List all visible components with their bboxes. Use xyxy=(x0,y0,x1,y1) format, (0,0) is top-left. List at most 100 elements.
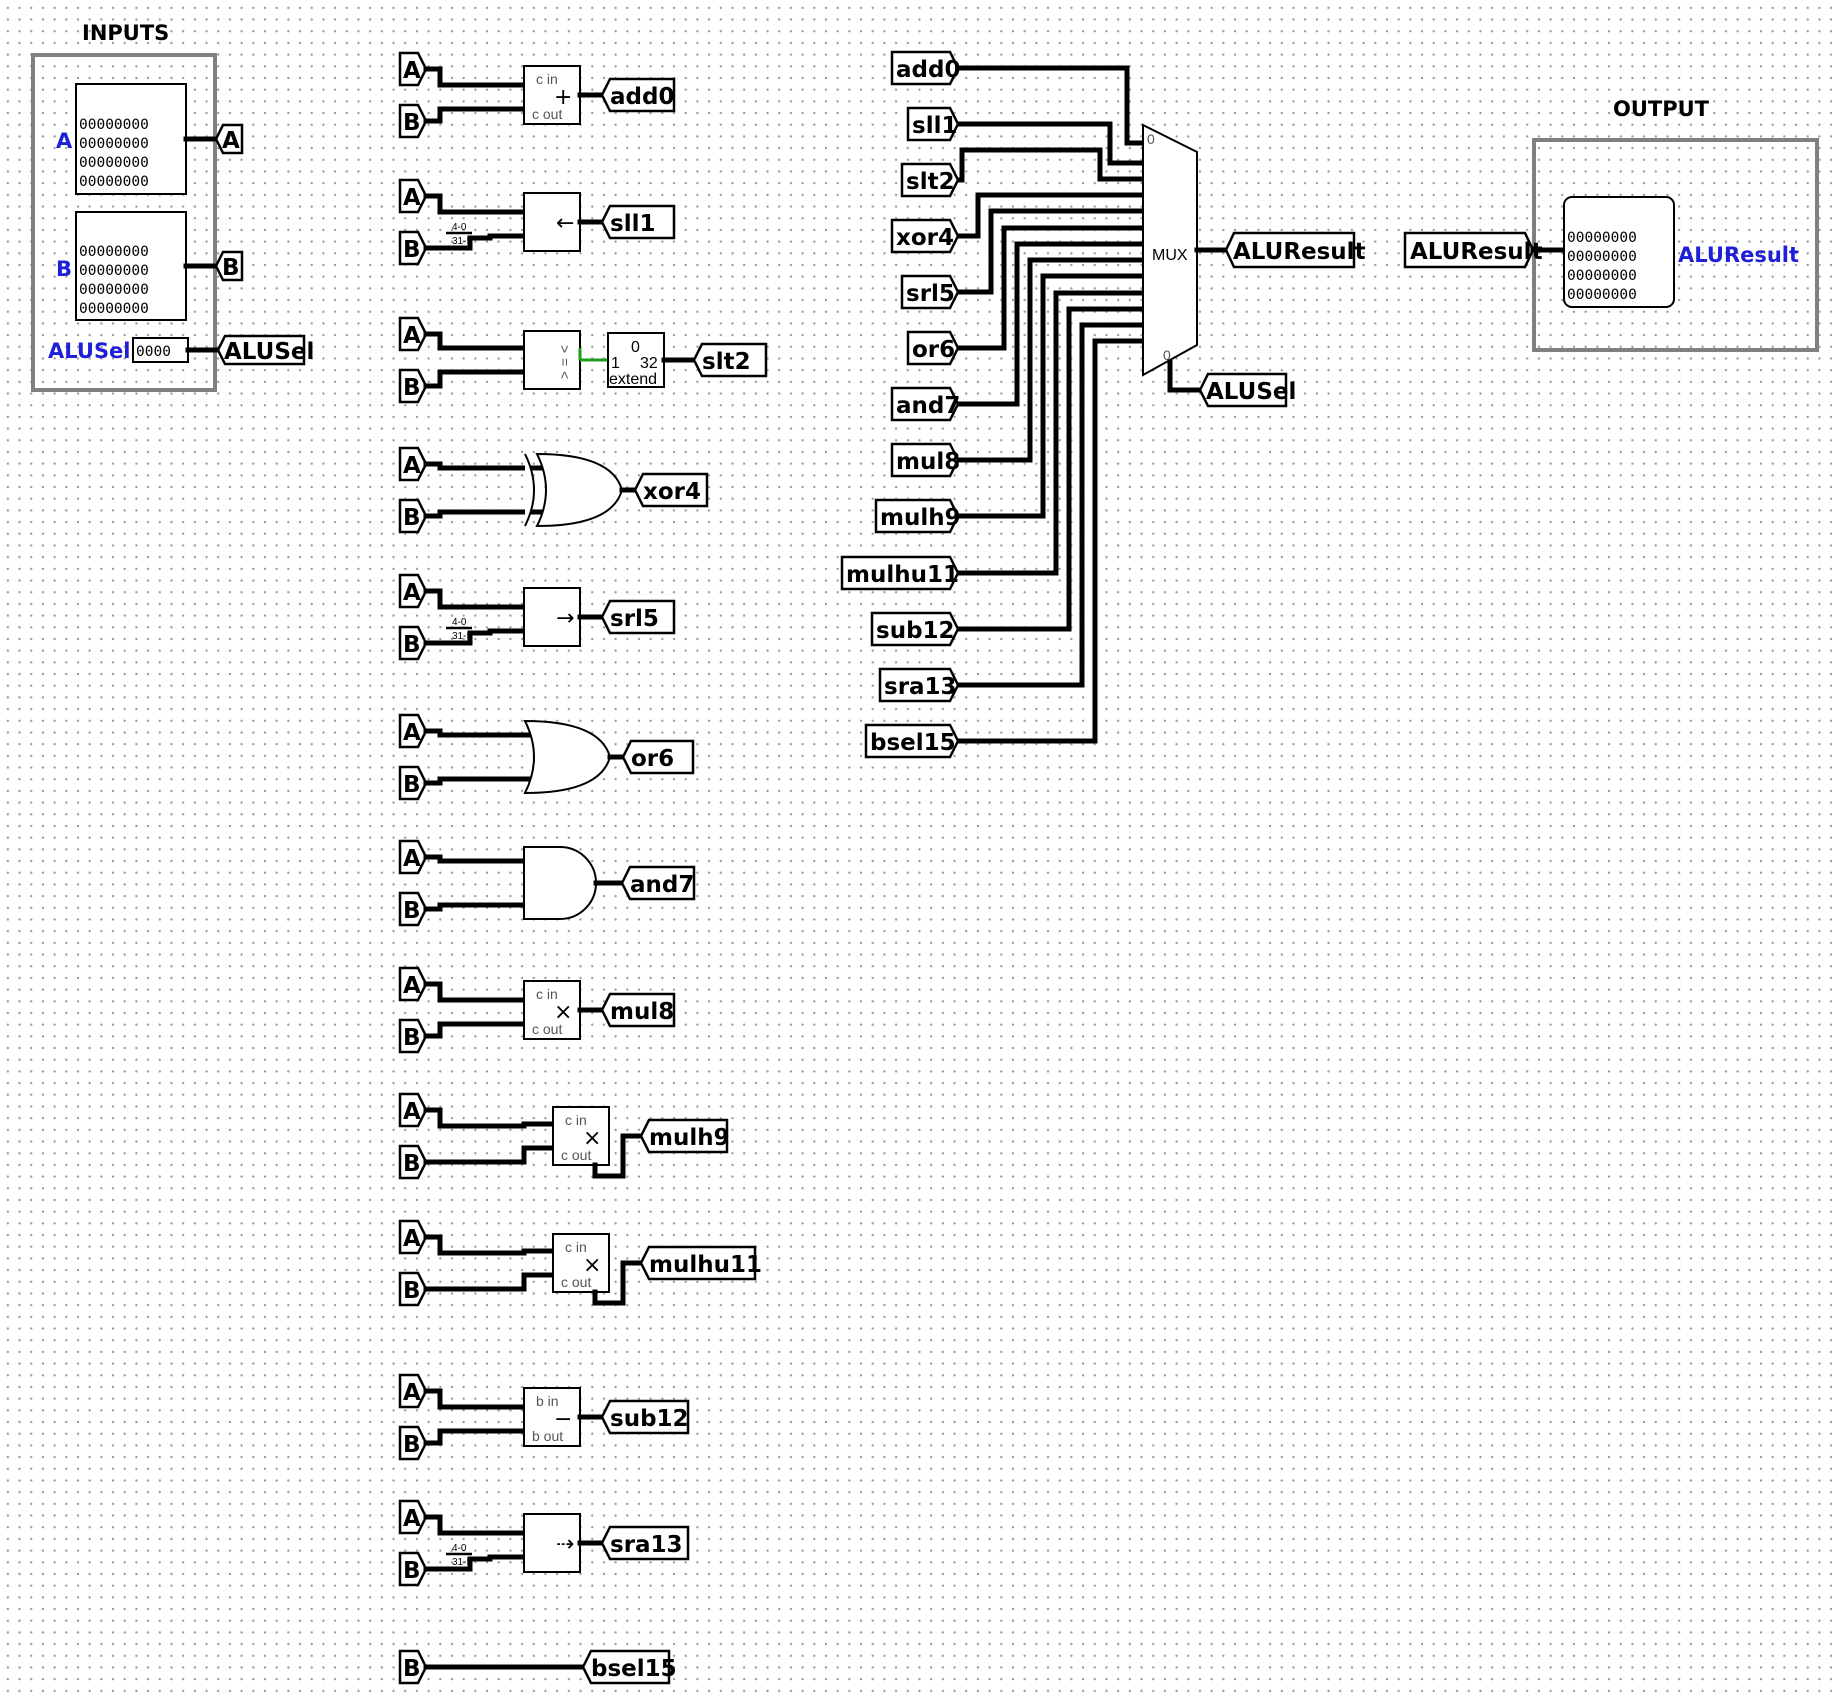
output-pin-aluresult: 00000000 00000000 00000000 00000000 xyxy=(1563,196,1675,308)
tunnel-b-slt2: B xyxy=(398,368,428,404)
tunnel-mulh9-out: mulh9 xyxy=(639,1118,730,1154)
op-row-mulh9: ABc inc out×mulh9 xyxy=(398,1092,730,1180)
input-pin-b[interactable]: 00000000 00000000 00000000 00000000 xyxy=(75,211,187,321)
shifter-right-logical-symbol: → xyxy=(556,606,574,631)
mux-input-tunnel-srl5: srl5 xyxy=(900,274,960,310)
tunnel-mul8-out: mul8 xyxy=(600,992,676,1028)
mux-input-tunnel-sub12-label: sub12 xyxy=(876,618,955,644)
tunnel-or6-out-label: or6 xyxy=(631,746,674,772)
tunnel-b-slt2-label: B xyxy=(403,375,421,401)
mux-input-tunnel-mul8: mul8 xyxy=(890,442,960,478)
input-pin-alusel[interactable]: 0000 xyxy=(132,337,189,363)
tunnel-b-mulhu11-label: B xyxy=(403,1278,421,1304)
tunnel-b-sub12-label: B xyxy=(403,1432,421,1458)
tunnel-b-srl5: B xyxy=(398,625,428,661)
mux-input-tunnel-sra13: sra13 xyxy=(878,667,960,703)
mux-input-tunnel-mulhu11: mulhu11 xyxy=(840,555,960,591)
mux-input-tunnel-mulhu11-label: mulhu11 xyxy=(846,562,959,588)
tunnel-a-mulh9-label: A xyxy=(403,1099,421,1125)
splitter-lo-label: 4-0 xyxy=(452,222,467,233)
multiplier-cin-label: c in xyxy=(536,986,558,1002)
input-b-bits-row3: 00000000 xyxy=(79,282,149,298)
mux-wire-slt2 xyxy=(955,147,1146,183)
tunnel-a-sll1-label: A xyxy=(403,185,421,211)
tunnel-b-sll1: B xyxy=(398,230,428,266)
tunnel-sub12-out: sub12 xyxy=(600,1399,690,1435)
output-bits-row4: 00000000 xyxy=(1567,287,1637,303)
tunnel-a-slt2-label: A xyxy=(403,323,421,349)
tunnel-b-xor4: B xyxy=(398,498,428,534)
tunnel-b-sll1-label: B xyxy=(403,237,421,263)
tunnel-a-or6-label: A xyxy=(403,720,421,746)
input-pin-a-label: A xyxy=(56,129,73,153)
splitter-hi-label: 31-5 xyxy=(452,631,472,642)
mux-wire-sra13 xyxy=(955,322,1146,688)
mux-wire-srl5 xyxy=(955,208,1146,295)
tunnel-add0-out-label: add0 xyxy=(610,84,674,110)
mux-wire-mulhu11 xyxy=(955,290,1146,576)
tunnel-b-add0-label: B xyxy=(403,110,421,136)
tunnel-b-bsel15: B xyxy=(398,1649,428,1685)
svg-text:A: A xyxy=(222,128,240,154)
input-b-bits-row2: 00000000 xyxy=(79,263,149,279)
tunnel-a-xor4-label: A xyxy=(403,453,421,479)
op-row-mulhu11: ABc inc out×mulhu11 xyxy=(398,1219,762,1307)
mux: MUX 0 0 xyxy=(1142,123,1198,377)
shifter-right-arithmetic: ⇢ xyxy=(523,1513,581,1573)
tunnel-a-add0: A xyxy=(398,51,428,87)
xor-gate xyxy=(524,452,624,528)
tunnel-xor4-out-label: xor4 xyxy=(643,479,701,505)
mux-input-tunnel-sll1-label: sll1 xyxy=(912,113,957,139)
tunnel-a-sra13-label: A xyxy=(403,1506,421,1532)
tunnel-and7-out: and7 xyxy=(620,865,696,901)
tunnel-aluresult-in: ALUResult xyxy=(1403,231,1543,269)
mux-input-tunnel-xor4-label: xor4 xyxy=(896,225,954,251)
tunnel-a-and7-label: A xyxy=(403,846,421,872)
tunnel-b-bsel15-label: B xyxy=(403,1656,421,1682)
multiplier-high-unsigned-cin-label: c in xyxy=(565,1239,587,1255)
tunnel-a-sra13: A xyxy=(398,1499,428,1535)
input-pin-a[interactable]: 00000000 00000000 00000000 00000000 xyxy=(75,83,187,195)
mux-input-wires xyxy=(955,65,1146,744)
inputs-heading: INPUTS xyxy=(82,21,169,45)
input-a-bits-row3: 00000000 xyxy=(79,155,149,171)
op-row-mul8: ABc inc out×mul8 xyxy=(398,966,676,1054)
op-row-srl5: AB4-031-5→srl5 xyxy=(398,573,676,661)
mux-wire-sub12 xyxy=(955,306,1146,632)
tunnel-a-add0-label: A xyxy=(403,58,421,84)
tunnel-alusel-mux-in: ALUSel xyxy=(1198,372,1296,408)
extender-zero-label: 0 xyxy=(631,339,640,356)
extender-label: extend xyxy=(609,371,657,388)
multiplier-high-cin-label: c in xyxy=(565,1112,587,1128)
mux-input-tunnel-srl5-label: srl5 xyxy=(906,281,955,307)
mux-input-tunnel-slt2: slt2 xyxy=(900,162,960,198)
output-bits-row1: 00000000 xyxy=(1567,230,1637,246)
mux-input-tunnel-slt2-label: slt2 xyxy=(906,169,955,195)
tunnel-slt2-out-label: slt2 xyxy=(702,349,751,375)
mux-wire-bsel15 xyxy=(955,338,1146,744)
tunnel-a-sub12-label: A xyxy=(403,1380,421,1406)
comparator-eq-label: = xyxy=(557,358,573,366)
comparator-gt-label: > xyxy=(557,345,573,353)
mux-input-tunnel-mulh9-label: mulh9 xyxy=(880,505,961,531)
multiplier: c inc out× xyxy=(523,980,581,1040)
output-bits-row2: 00000000 xyxy=(1567,249,1637,265)
mux-input-tunnel-bsel15-label: bsel15 xyxy=(870,730,956,756)
tunnel-aluresult-mux-out: ALUResult xyxy=(1224,231,1366,269)
mux-input-tunnel-mulh9: mulh9 xyxy=(874,498,961,534)
input-a-bits-row4: 00000000 xyxy=(79,174,149,190)
multiplier-symbol: × xyxy=(554,1000,572,1025)
tunnel-sra13-out-label: sra13 xyxy=(610,1532,683,1558)
mux-input-tunnel-xor4: xor4 xyxy=(890,218,960,254)
mux-input-tunnel-add0: add0 xyxy=(890,50,960,86)
adder-symbol: + xyxy=(554,85,572,110)
tunnel-a-mulhu11-label: A xyxy=(403,1226,421,1252)
splitter-hi-label: 31-5 xyxy=(452,236,472,247)
subtractor-cout-label: b out xyxy=(532,1428,563,1444)
shifter-left: ← xyxy=(523,192,581,252)
splitter-hi-label: 31-5 xyxy=(452,1557,472,1568)
multiplier-high-unsigned: c inc out× xyxy=(552,1233,610,1293)
